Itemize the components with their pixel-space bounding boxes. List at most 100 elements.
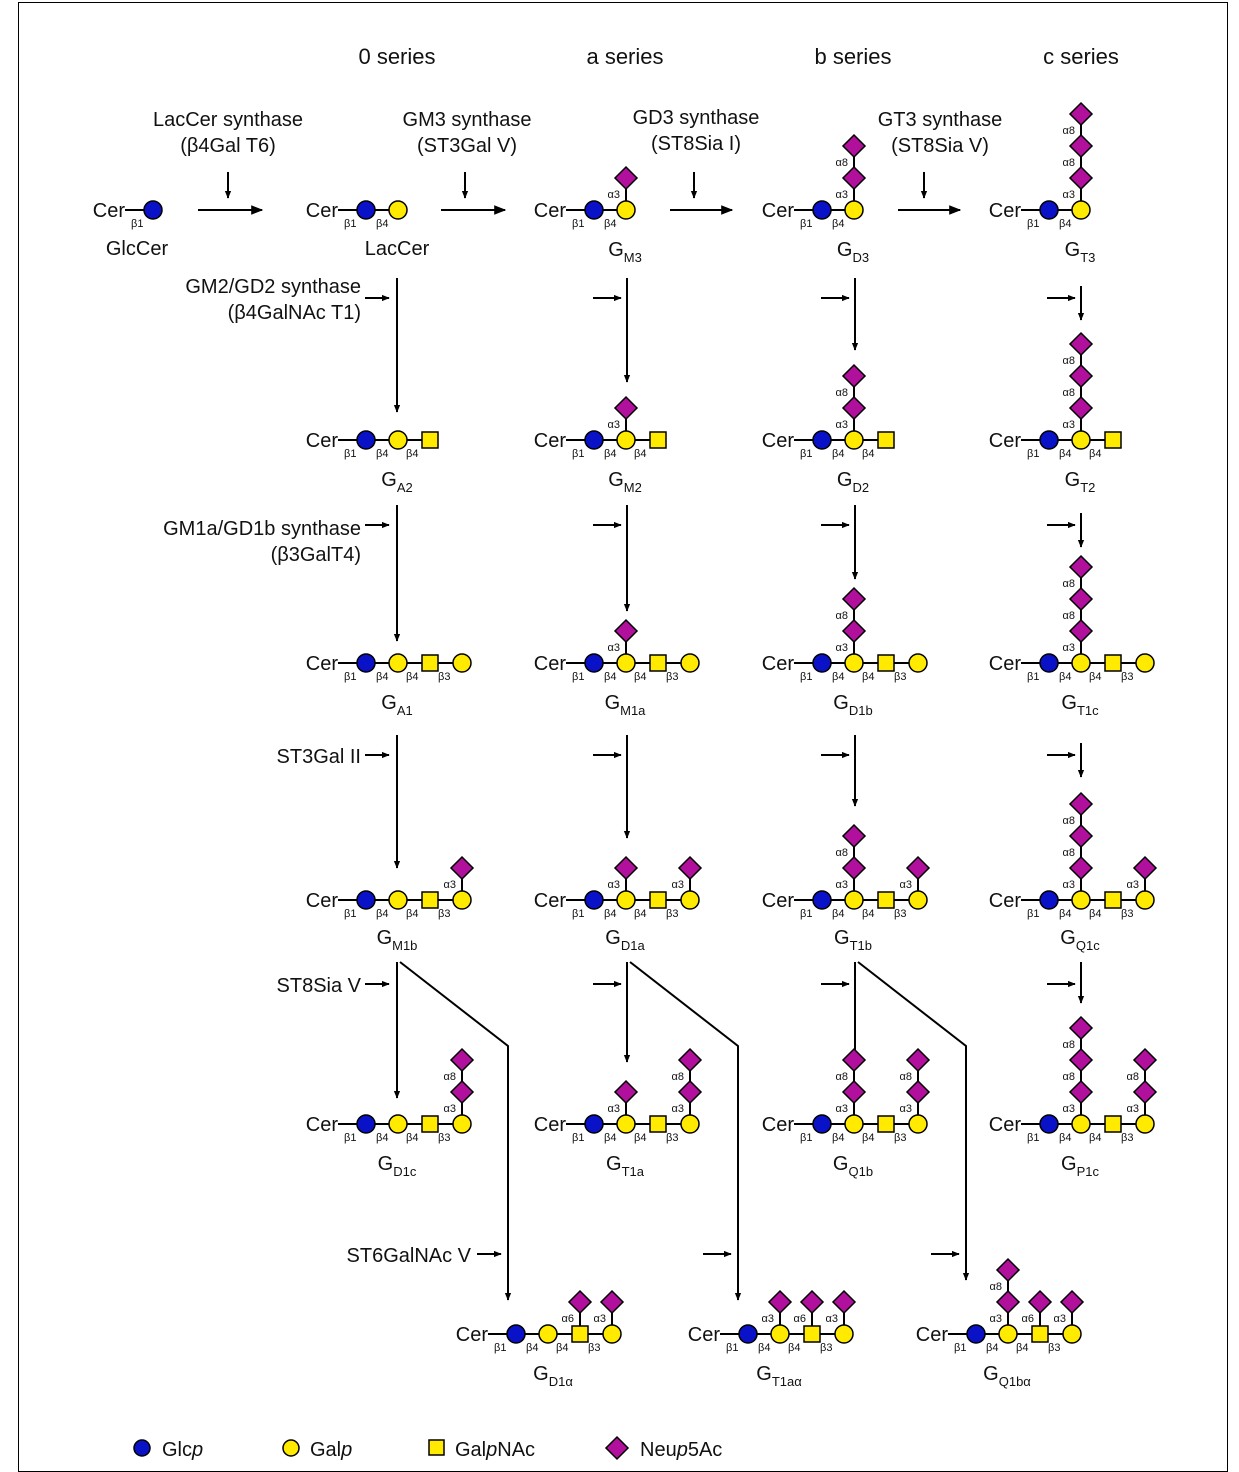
neu5ac-icon	[613, 1079, 639, 1105]
gal-icon	[1062, 1324, 1082, 1344]
neu5ac-icon	[613, 395, 639, 421]
legend-neu5ac-label: Neu	[640, 1439, 677, 1461]
link-b4: β4	[406, 671, 418, 683]
link-sia: α8	[1063, 125, 1075, 137]
link-b1: β1	[344, 218, 356, 230]
glc-icon	[812, 200, 832, 220]
link-sia: α8	[1063, 1039, 1075, 1051]
link-b4: β4	[1089, 671, 1101, 683]
link-b4: β4	[788, 1342, 800, 1354]
link-b1: β1	[572, 218, 584, 230]
gp1c-label-sub: P1c	[1077, 1164, 1100, 1179]
neu5ac-icon	[1068, 1047, 1094, 1073]
neu5ac-icon	[1068, 791, 1094, 817]
gal-icon	[616, 200, 636, 220]
glc-icon	[1039, 890, 1059, 910]
link-b3: β3	[438, 1132, 450, 1144]
gal-icon	[908, 1114, 928, 1134]
enzyme-gm3-synthase: GM3 synthase	[403, 109, 532, 131]
neu5ac-icon	[449, 1079, 475, 1105]
glc-icon	[356, 1114, 376, 1134]
neu5ac-icon	[1068, 395, 1094, 421]
link-b1: β1	[1027, 218, 1039, 230]
svg-text:Neup5Ac: Neup5Ac	[640, 1439, 722, 1461]
cer-label: Cer	[534, 653, 567, 675]
legend-neu5ac: Neup5Ac	[604, 1435, 722, 1461]
link-b4: β4	[634, 908, 646, 920]
cer-label: Cer	[762, 1114, 795, 1136]
link-b1: β1	[131, 218, 143, 230]
galnac-icon	[421, 654, 439, 672]
cer-label: Cer	[534, 430, 567, 452]
legend-galnac-label: Gal	[455, 1439, 486, 1461]
neu5ac-icon	[841, 823, 867, 849]
gt1b-label: GT1b	[834, 927, 872, 953]
link-sia: α8	[836, 847, 848, 859]
neu5ac-icon	[567, 1289, 593, 1315]
link-b3: β3	[820, 1342, 832, 1354]
cer-label: Cer	[306, 430, 339, 452]
link-sia: α3	[1063, 642, 1075, 654]
link-sia: α8	[836, 1071, 848, 1083]
gal-icon	[844, 200, 864, 220]
gt2-label-main: G	[1065, 469, 1081, 491]
gd1a-label-sub: D1a	[621, 938, 646, 953]
link-sia: α3	[1127, 1103, 1139, 1115]
link-sia: α8	[444, 1071, 456, 1083]
link-sia: α3	[900, 1103, 912, 1115]
link-sia: α8	[672, 1071, 684, 1083]
link-b1: β1	[572, 671, 584, 683]
gd3-label-main: G	[837, 239, 853, 261]
gm2-label-main: G	[608, 469, 624, 491]
gal-icon	[1071, 430, 1091, 450]
link-sia: α3	[608, 189, 620, 201]
gal-icon	[388, 430, 408, 450]
link-b4: β4	[1089, 448, 1101, 460]
link-sia: α3	[608, 642, 620, 654]
galnac-icon	[649, 431, 667, 449]
glc-icon	[812, 890, 832, 910]
link-sia: α3	[990, 1313, 1002, 1325]
cer-label: Cer	[534, 1114, 567, 1136]
neu5ac-icon	[613, 855, 639, 881]
neu5ac-icon	[799, 1289, 825, 1315]
link-b3: β3	[894, 671, 906, 683]
link-sia: α3	[1054, 1313, 1066, 1325]
link-b4: β4	[604, 908, 616, 920]
glc-icon	[584, 200, 604, 220]
neu5ac-icon	[905, 855, 931, 881]
link-a6: α6	[794, 1313, 806, 1325]
gal-icon	[388, 200, 408, 220]
gd1alpha-label-sub: D1α	[549, 1374, 574, 1389]
gt1a-label-sub: T1a	[622, 1164, 645, 1179]
neu5ac-icon	[767, 1289, 793, 1315]
gd1c-label-sub: D1c	[393, 1164, 417, 1179]
glc-icon	[1039, 653, 1059, 673]
legend-gal-label: Gal	[310, 1439, 341, 1461]
glc-icon	[356, 890, 376, 910]
neu5ac-icon	[841, 395, 867, 421]
gd1a-label: GD1a	[605, 927, 645, 953]
cer-label: Cer	[306, 890, 339, 912]
neu5ac-icon	[449, 855, 475, 881]
link-b4: β4	[832, 1132, 844, 1144]
gal-icon	[452, 653, 472, 673]
gal-icon	[908, 890, 928, 910]
link-sia: α3	[444, 879, 456, 891]
link-sia: α3	[1127, 879, 1139, 891]
glc-icon	[812, 430, 832, 450]
glc-icon	[1039, 1114, 1059, 1134]
link-b1: β1	[1027, 448, 1039, 460]
link-sia: α8	[1063, 355, 1075, 367]
glc-icon	[356, 200, 376, 220]
link-b4: β4	[832, 671, 844, 683]
gal-icon	[602, 1324, 622, 1344]
gt2-label: GT2	[1065, 469, 1096, 495]
neu5ac-icon	[841, 165, 867, 191]
glc-icon	[143, 200, 163, 220]
ga2-label: GA2	[381, 469, 412, 495]
neu5ac-icon	[831, 1289, 857, 1315]
gal-icon	[998, 1324, 1018, 1344]
neu5ac-icon	[841, 1047, 867, 1073]
glc-legend-icon	[133, 1439, 151, 1457]
